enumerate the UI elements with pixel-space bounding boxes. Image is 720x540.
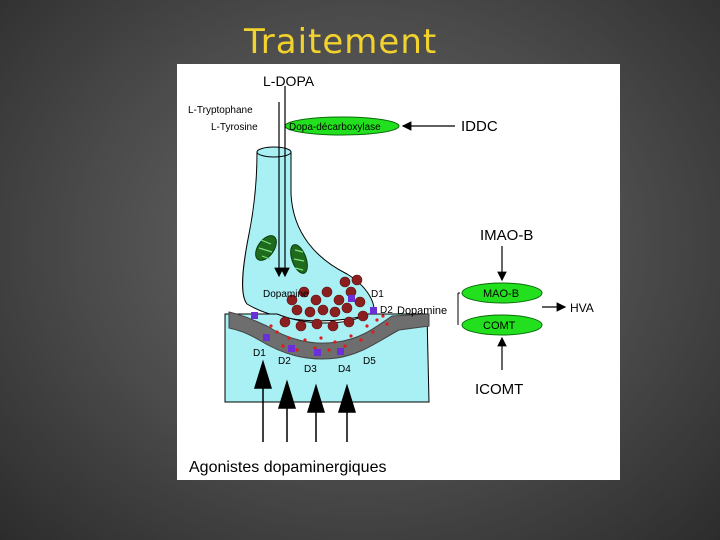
decarboxylase-label: Dopa-décarboxylase (289, 122, 381, 133)
axon-opening (256, 146, 292, 158)
d2-bottom-label: D2 (278, 356, 291, 367)
slide-title: Traitement (244, 22, 438, 62)
synaptic-membrane (228, 311, 430, 360)
imaob-label: IMAO-B (480, 227, 533, 244)
dopamine-cleft-label: Dopamine (397, 305, 447, 317)
mitochondrion-left (255, 235, 277, 261)
icomt-label: ICOMT (475, 381, 523, 398)
tyrosine-label: L-Tyrosine (211, 122, 258, 133)
comt-enzyme (461, 314, 543, 336)
hva-label: HVA (570, 301, 594, 315)
d4-label: D4 (338, 364, 351, 375)
mitochondrion-right-cristae (293, 249, 305, 271)
dopamine-synapse-diagram: L-DOPA L-Tryptophane L-Tyrosine Dopa-déc… (188, 73, 594, 476)
tryptophane-label: L-Tryptophane (188, 105, 253, 116)
mitochondrion-right (290, 244, 308, 274)
released-dopamine (269, 314, 389, 352)
agonistes-label: Agonistes dopaminergiques (189, 459, 386, 476)
maob-label: MAO-B (483, 288, 519, 300)
ldopa-label: L-DOPA (263, 73, 315, 89)
agonist-arrows (253, 359, 357, 442)
d2-top-label: D2 (380, 305, 393, 316)
d3-label: D3 (304, 364, 317, 375)
d5-label: D5 (363, 356, 376, 367)
dopamine-vesicle-label: Dopamine (263, 289, 309, 300)
d1-top-label: D1 (371, 289, 384, 300)
iddc-label: IDDC (461, 118, 498, 135)
maob-enzyme (461, 282, 543, 304)
dopamine-vesicles (279, 274, 369, 332)
diagram-panel: L-DOPA L-Tryptophane L-Tyrosine Dopa-déc… (177, 64, 620, 480)
comt-label: COMT (483, 320, 516, 332)
dopamine-receptors (251, 295, 377, 356)
d1-bottom-label: D1 (253, 348, 266, 359)
mitochondrion-left-cristae (258, 239, 273, 260)
